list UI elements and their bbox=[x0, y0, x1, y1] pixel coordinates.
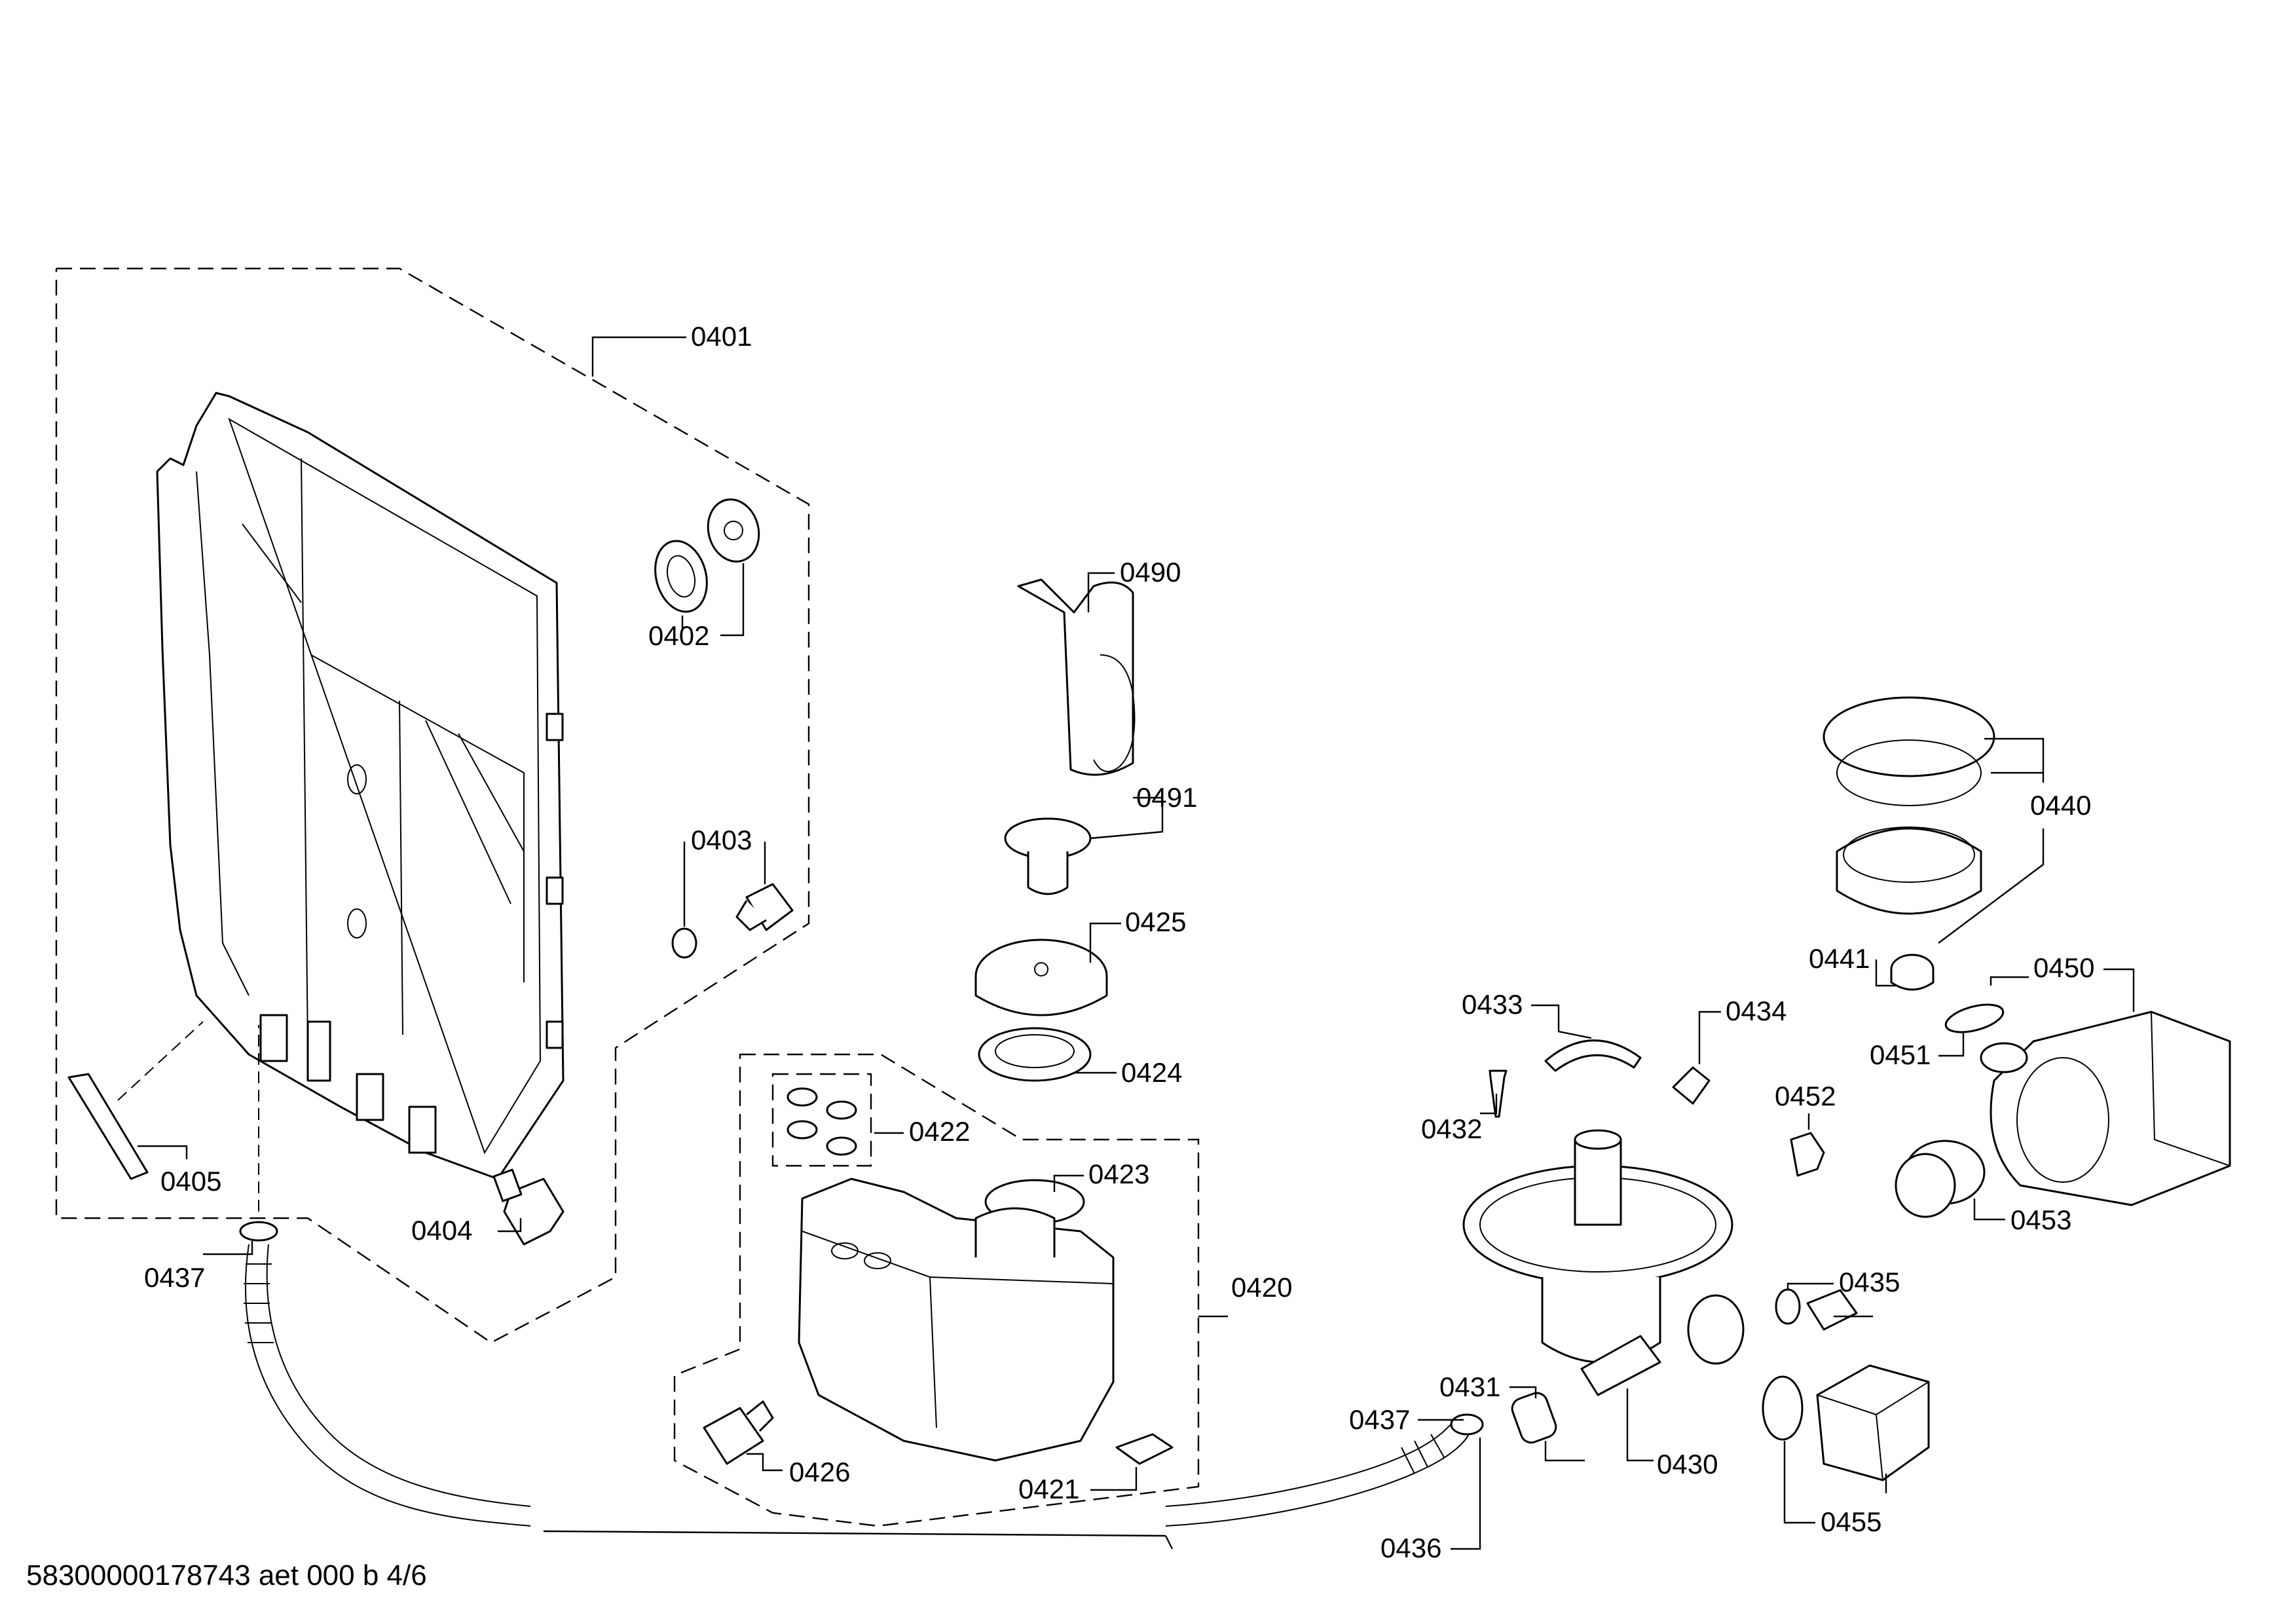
sump-housing-part bbox=[1462, 1129, 1745, 1396]
filling-funnel-part bbox=[1017, 578, 1136, 776]
sensor-part bbox=[492, 1168, 565, 1246]
sump-panel-boundary bbox=[55, 267, 810, 1344]
part-number-0423: 0423 bbox=[1088, 1159, 1149, 1189]
part-number-0436: 0436 bbox=[1380, 1533, 1441, 1563]
latch-part bbox=[1790, 1132, 1825, 1177]
part-number-0453: 0453 bbox=[2010, 1204, 2071, 1235]
part-number-0420: 0420 bbox=[1231, 1272, 1292, 1303]
part-number-0433: 0433 bbox=[1462, 989, 1523, 1020]
filter-sleeve-part bbox=[1511, 1392, 1557, 1444]
part-number-0450: 0450 bbox=[2033, 952, 2094, 983]
hose-clamp-part bbox=[1944, 1003, 2005, 1033]
part-number-0404: 0404 bbox=[411, 1215, 472, 1246]
part-number-0426: 0426 bbox=[789, 1457, 850, 1487]
bracket-arc-part bbox=[1544, 1039, 1642, 1072]
drain-hose-left-part bbox=[239, 1221, 531, 1527]
nut-ring-part bbox=[978, 1027, 1092, 1082]
part-number-0451: 0451 bbox=[1870, 1039, 1931, 1070]
part-number-0401: 0401 bbox=[691, 321, 752, 352]
part-number-0425: 0425 bbox=[1125, 906, 1186, 937]
sensor-valve-part bbox=[1775, 1288, 1858, 1331]
part-number-0441: 0441 bbox=[1809, 943, 1870, 974]
part-number-0435: 0435 bbox=[1839, 1267, 1900, 1297]
pump-sleeve-part bbox=[1895, 1140, 1986, 1218]
part-number-0434: 0434 bbox=[1726, 995, 1787, 1026]
drain-hose-right-part bbox=[1165, 1413, 1484, 1527]
part-number-0452: 0452 bbox=[1775, 1081, 1836, 1111]
small-clip-part bbox=[1115, 1433, 1174, 1465]
part-number-0437-left: 0437 bbox=[144, 1262, 205, 1293]
part-number-0421: 0421 bbox=[1018, 1474, 1079, 1504]
part-number-0430: 0430 bbox=[1657, 1449, 1718, 1479]
seal-ring-part bbox=[654, 498, 760, 613]
part-number-0432: 0432 bbox=[1421, 1113, 1482, 1144]
clip-part bbox=[67, 1073, 149, 1180]
drawing-code: 58300000178743 aet 000 b 4/6 bbox=[26, 1559, 427, 1591]
part-number-0405: 0405 bbox=[160, 1166, 221, 1197]
part-number-0402: 0402 bbox=[648, 620, 709, 651]
pump-top-assembly-part bbox=[1823, 696, 1995, 915]
check-valve-part bbox=[671, 883, 794, 959]
softener-unit-part bbox=[798, 1178, 1115, 1462]
part-number-0455: 0455 bbox=[1821, 1506, 1881, 1537]
cover-lid-part bbox=[974, 939, 1108, 1016]
side-panel-part bbox=[156, 392, 565, 1180]
seal-set-part bbox=[771, 1073, 872, 1167]
float-cap-part bbox=[1004, 817, 1092, 895]
drain-pump-part bbox=[1762, 1364, 1930, 1481]
part-number-0422: 0422 bbox=[909, 1116, 970, 1147]
solenoid-valve-part bbox=[703, 1400, 774, 1465]
part-number-0437-right: 0437 bbox=[1349, 1404, 1410, 1435]
part-number-0403: 0403 bbox=[691, 825, 752, 855]
part-number-0490: 0490 bbox=[1120, 557, 1181, 587]
part-number-0431: 0431 bbox=[1439, 1371, 1500, 1402]
part-number-0424: 0424 bbox=[1121, 1057, 1182, 1088]
part-number-0440: 0440 bbox=[2030, 790, 2091, 821]
retaining-clip-part bbox=[1672, 1066, 1711, 1105]
impeller-part bbox=[1890, 954, 1935, 991]
screw-part bbox=[1489, 1069, 1508, 1118]
heat-pump-part bbox=[1980, 1011, 2231, 1206]
dispenser-assembly-boundary bbox=[673, 1053, 1200, 1527]
